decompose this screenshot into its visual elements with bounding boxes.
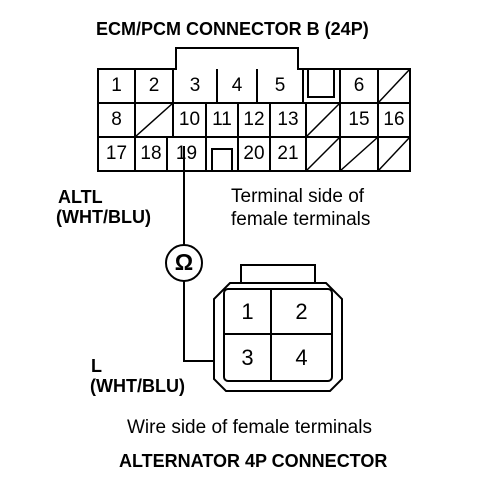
ecm-pin-label: 21 [277, 143, 299, 164]
l-wire-color: (WHT/BLU) [90, 376, 185, 396]
ecm-pin-label: 19 [175, 143, 198, 164]
altl-wire-color: (WHT/BLU) [56, 207, 151, 227]
ecm-pin-label: 20 [243, 143, 265, 164]
ecm-lock-notch [307, 69, 335, 98]
ecm-pin-label: 13 [277, 109, 299, 130]
ecm-pin-label: 12 [243, 109, 265, 130]
ecm-pin-label: 4 [231, 75, 243, 96]
ecm-pin-label: 15 [348, 109, 370, 130]
terminal-side-label-1: Terminal side of [231, 186, 365, 207]
ecm-pin-label: 1 [111, 75, 122, 96]
alternator-pin-4-label: 4 [295, 345, 308, 370]
alternator-connector-outline [213, 282, 343, 392]
ecm-bottom-notch [211, 148, 233, 171]
alternator-connector-title: ALTERNATOR 4P CONNECTOR [119, 451, 388, 471]
ecm-connector-outline [97, 47, 411, 172]
ecm-pin-label: 17 [105, 143, 128, 164]
l-wire-name: L [91, 356, 102, 376]
empty-cavity-marks [134, 68, 411, 172]
ecm-pin-label: 8 [111, 109, 122, 130]
alternator-pin-1-label: 1 [241, 299, 254, 324]
ecm-pin-label: 2 [148, 75, 160, 96]
terminal-side-label-2: female terminals [231, 209, 371, 230]
ohm-symbol: Ω [174, 249, 194, 275]
ecm-pin-label: 6 [353, 75, 365, 96]
wire-side-label: Wire side of female terminals [127, 417, 372, 438]
ecm-pin-label: 5 [274, 75, 286, 96]
ecm-pin-label: 11 [212, 109, 232, 130]
ecm-connector-title: ECM/PCM CONNECTOR B (24P) [96, 19, 369, 39]
alternator-pin-2-label: 2 [295, 299, 308, 324]
ecm-pin-label: 3 [189, 75, 201, 96]
alternator-pin-3-label: 3 [241, 345, 254, 370]
ecm-pin-label: 18 [140, 143, 162, 164]
ecm-pin-label: 10 [178, 109, 201, 130]
alternator-lock-tab [240, 264, 316, 284]
altl-wire-name: ALTL [58, 187, 103, 207]
ecm-pin-label: 16 [383, 109, 405, 130]
